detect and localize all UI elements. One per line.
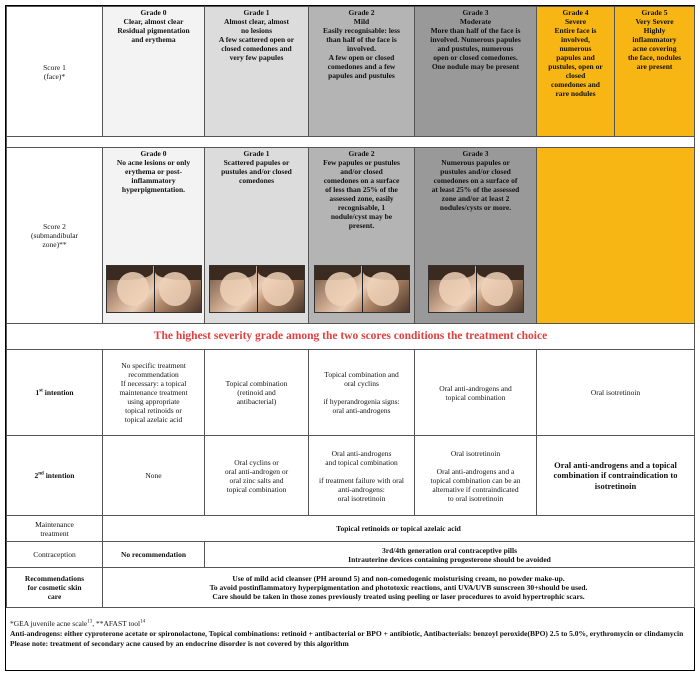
contraception-label: Contraception [6,541,103,568]
cell-text: Oral anti-androgens and topical combinat… [439,383,512,402]
grade-desc: No acne lesions or only erythema or post… [116,158,191,194]
score2-label: Score 2 (submandibular zone)** [6,147,103,324]
cell-text: No specific treatment recommendation If … [119,361,188,424]
grade2-photo [313,265,410,313]
grade-title: Grade 1 [243,149,270,158]
contraception-row: Contraception No recommendation 3rd/4th … [6,541,695,568]
grade-desc: Few papules or pustules and/or closed co… [323,158,400,230]
cell-text: Oral anti-androgens and topical combinat… [319,448,404,503]
grade-title: Grade 3 [462,8,489,17]
contraception-none: No recommendation [102,541,205,568]
grade-desc: Clear, almost clear Residual pigmentatio… [117,17,190,44]
grade-title: Grade 3 [462,149,489,158]
cell-text: Topical combination (retinoid and antiba… [225,379,288,406]
banner-row: The highest severity grade among the two… [6,323,695,350]
scale-b: , **AFAST tool [92,619,141,628]
grade-title: Grade 2 [348,8,375,17]
score1-label-text: Score 1 (face)* [43,62,66,81]
grade-desc: Severe Entire face is involved, numerous… [548,17,603,98]
label-rest: intention [43,471,75,480]
second-intention-row: 2nd intention None Oral cyclins or oral … [6,435,695,516]
skin-care-label: Recommendations for cosmetic skin care [6,567,103,608]
second-intention-g3: Oral isotretinoin Oral anti-androgens an… [414,435,537,516]
score2-row: Score 2 (submandibular zone)** Grade 0 N… [6,147,695,324]
second-intention-g45: Oral anti-androgens and a topical combin… [536,435,695,516]
label-sup: nd [38,471,44,477]
grade-desc: Scattered papules or pustules and/or clo… [221,158,292,185]
grade-title: Grade 1 [243,8,270,17]
grade-title: Grade 2 [348,149,375,158]
grade-desc: Mild Easily recognisable: less than half… [323,17,400,80]
scale-a: *GEA juvenile acne scale [10,619,88,628]
scale-b-ref: 14 [140,619,146,625]
grade-title: Grade 5 [641,8,668,17]
grade-title: Grade 0 [140,8,167,17]
scale-a-ref: 13 [87,619,93,625]
score2-grade3: Grade 3 Numerous papules or pustules and… [414,147,537,324]
skin-care-text: Use of mild acid cleanser (PH around 5) … [102,567,695,608]
grade-desc: Numerous papules or pustules and/or clos… [431,158,520,212]
score1-label: Score 1 (face)* [6,6,103,137]
maintenance-text: Topical retinoids or topical azelaic aci… [102,515,695,542]
cell-text: Oral isotretinoin Oral anti-androgens an… [430,448,521,503]
score2-grade2: Grade 2 Few papules or pustules and/or c… [308,147,415,324]
contraception-text: 3rd/4th generation oral contraceptive pi… [204,541,695,568]
label-text: Maintenance treatment [35,519,74,538]
definitions: Anti-androgens: either cyproterone aceta… [10,629,684,639]
score2-grade0: Grade 0 No acne lesions or only erythema… [102,147,205,324]
first-intention-g2: Topical combination and oral cyclins if … [308,349,415,436]
label-sup: st [39,388,43,394]
grade-desc: Moderate More than half of the face is i… [430,17,521,71]
cell-text: 3rd/4th generation oral contraceptive pi… [348,545,551,564]
first-intention-g3: Oral anti-androgens and topical combinat… [414,349,537,436]
first-intention-g0: No specific treatment recommendation If … [102,349,205,436]
grade0-photo [105,265,202,313]
first-intention-row: 1st intention No specific treatment reco… [6,349,695,436]
footnotes: *GEA juvenile acne scale13, **AFAST tool… [6,616,692,652]
first-intention-g1: Topical combination (retinoid and antiba… [204,349,309,436]
score2-label-text: Score 2 (submandibular zone)** [30,222,79,249]
endocrine-note: Please note: treatment of secondary acne… [10,639,349,649]
maintenance-row: Maintenance treatment Topical retinoids … [6,515,695,542]
first-intention-label: 1st intention [6,349,103,436]
cell-text: None [145,471,162,480]
grade-title: Grade 0 [140,149,167,158]
skin-care-row: Recommendations for cosmetic skin care U… [6,567,695,608]
label-text: Recommendations for cosmetic skin care [24,574,85,601]
grade-desc: Very Severe Highly inflammatory acne cov… [627,17,682,71]
label-main: 2 [34,471,39,480]
first-intention-g45: Oral isotretinoin [536,349,695,436]
second-intention-g0: None [102,435,205,516]
grade-title: Grade 4 [562,8,589,17]
maintenance-label: Maintenance treatment [6,515,103,542]
cell-text: Topical combination and oral cyclins if … [323,370,400,415]
severity-banner: The highest severity grade among the two… [6,323,695,350]
scale-references: *GEA juvenile acne scale13, **AFAST tool… [10,619,688,629]
grade-desc: Almost clear, almost no lesions A few sc… [218,17,295,62]
cell-text: Oral anti-androgens and a topical combin… [553,460,678,491]
spacer-row [6,136,695,148]
second-intention-g1: Oral cyclins or oral anti-androgen or or… [204,435,309,516]
label-rest: intention [42,388,74,397]
cell-text: Use of mild acid cleanser (PH around 5) … [209,574,588,601]
cell-text: Oral isotretinoin [590,388,641,397]
second-intention-label: 2nd intention [6,435,103,516]
score2-empty-severe [536,147,695,324]
score2-grade1: Grade 1 Scattered papules or pustules an… [204,147,309,324]
label-main: 1 [35,388,40,397]
grade1-photo [208,265,305,313]
cell-text: Oral cyclins or oral anti-androgen or or… [224,457,289,494]
grade3-photo [427,265,524,313]
second-intention-g2: Oral anti-androgens and topical combinat… [308,435,415,516]
